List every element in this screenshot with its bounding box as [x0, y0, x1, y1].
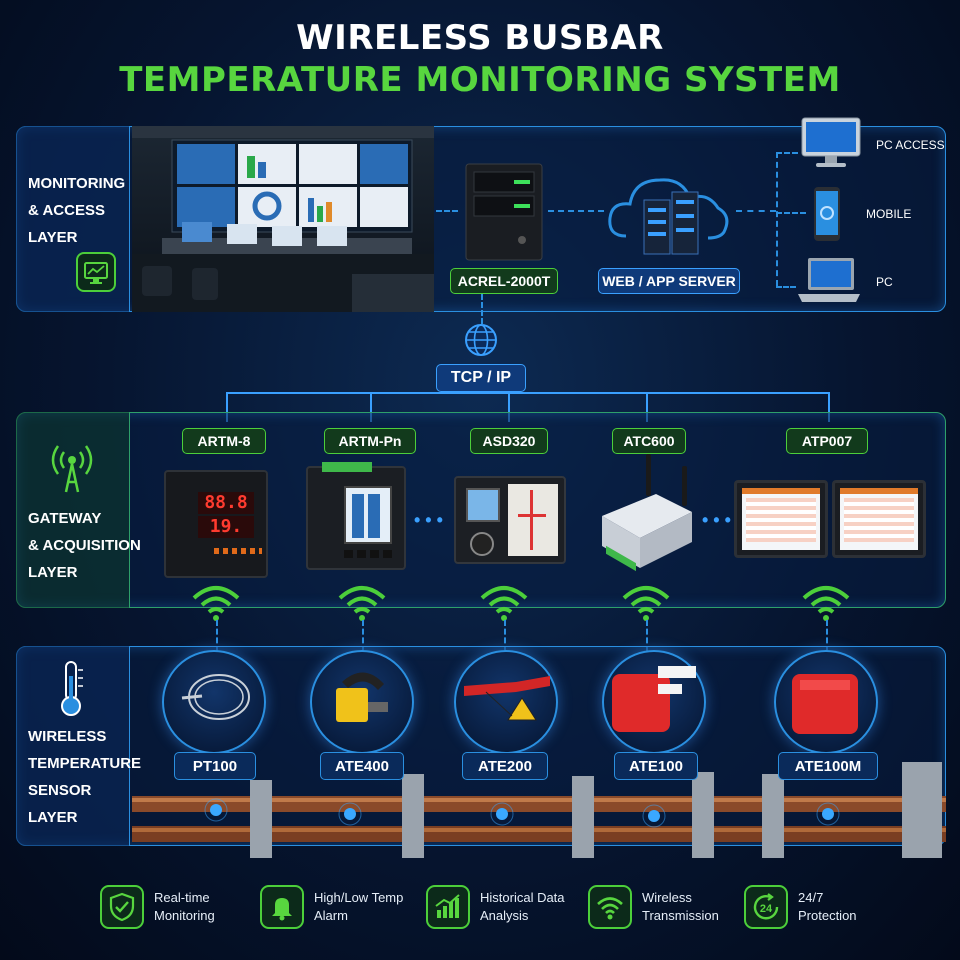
thermometer-icon — [56, 660, 86, 718]
wifi-link-line — [362, 620, 364, 652]
sensor-tag-ate400: ATE400 — [320, 752, 404, 780]
pc-access-label: PC ACCESS — [876, 138, 945, 152]
artmpn-screen — [344, 486, 392, 544]
gateway-layer-side — [16, 412, 130, 608]
cloud-server-image — [604, 158, 734, 264]
link-server-network — [481, 294, 483, 324]
sensor-layer-label: WIRELESS TEMPERATURE SENSOR LAYER — [28, 728, 142, 826]
bus-line — [226, 392, 830, 394]
pc-label: PC — [876, 275, 893, 289]
mobile-phone-icon — [812, 186, 842, 242]
antenna-icon — [46, 438, 98, 494]
gateway-tag-artmpn: ARTM-Pn — [324, 428, 416, 454]
asd320-knob — [470, 532, 494, 556]
link-pc-access — [776, 152, 798, 154]
sensor-tag-ate100: ATE100 — [614, 752, 698, 780]
control-room-image — [132, 126, 434, 312]
wifi-link-line — [504, 620, 506, 652]
monitor-icon — [76, 252, 116, 292]
sensor-circle-ate100m — [774, 650, 878, 754]
asd320-screen — [466, 488, 500, 522]
link-pc — [776, 286, 796, 288]
atp007-screen-2 — [832, 480, 926, 558]
tcp-ip-tag: TCP / IP — [436, 364, 526, 392]
wifi-signal-icon — [800, 582, 852, 622]
title-line-2: TEMPERATURE MONITORING SYSTEM — [119, 60, 841, 100]
web-app-server-tag: WEB / APP SERVER — [598, 268, 740, 294]
wifi-link-line — [216, 620, 218, 652]
laptop-icon — [794, 256, 864, 306]
sensor-tag-ate100m: ATE100M — [778, 752, 878, 780]
gateway-tag-asd320: ASD320 — [470, 428, 548, 454]
desktop-monitor-icon — [800, 116, 862, 170]
server-tower-image — [462, 162, 546, 262]
link-room-server — [436, 210, 458, 212]
atp007-screen-1 — [734, 480, 828, 558]
shield-check-icon — [100, 885, 144, 929]
artm8-display-top: 88.8 — [198, 492, 254, 514]
wifi-signal-icon — [478, 582, 530, 622]
bell-icon — [260, 885, 304, 929]
gateway-tag-atp007: ATP007 — [786, 428, 868, 454]
atc600-device — [596, 452, 696, 572]
artm8-buttons — [214, 548, 262, 554]
asd320-device — [454, 476, 566, 564]
drop-artmpn — [370, 392, 372, 422]
sensor-circle-ate100 — [602, 650, 706, 754]
link-cloud-clients — [736, 210, 776, 212]
ellipsis-2: • • • — [702, 510, 731, 530]
wifi-link-line — [826, 620, 828, 652]
artmpn-buttons — [344, 550, 392, 558]
drop-asd320 — [508, 392, 510, 422]
drop-atp007 — [828, 392, 830, 422]
sensor-circle-pt100 — [162, 650, 266, 754]
wifi-icon — [588, 885, 632, 929]
wifi-signal-icon — [190, 582, 242, 622]
link-mobile — [776, 212, 806, 214]
artm8-display-bottom: 19. — [198, 516, 254, 538]
wifi-signal-icon — [336, 582, 388, 622]
acrel-2000t-tag: ACREL-2000T — [450, 268, 558, 294]
sensor-circle-ate200 — [454, 650, 558, 754]
artm8-device: 88.8 19. — [164, 470, 268, 578]
monitoring-layer-label: MONITORING & ACCESS LAYER — [28, 175, 126, 246]
title-line-1: WIRELESS BUSBAR — [296, 18, 664, 58]
gateway-tag-atc600: ATC600 — [612, 428, 686, 454]
mobile-label: MOBILE — [866, 207, 912, 221]
asd320-panel — [508, 484, 558, 556]
busbar-image — [132, 744, 946, 862]
clock-24-icon: 24 — [744, 885, 788, 929]
svg-text:24: 24 — [760, 903, 773, 915]
gateway-tag-artm8: ARTM-8 — [182, 428, 266, 454]
link-server-cloud — [548, 210, 604, 212]
drop-artm8 — [226, 392, 228, 422]
artmpn-terminal — [322, 462, 372, 472]
ellipsis-1: • • • — [414, 510, 443, 530]
chart-icon — [426, 885, 470, 929]
wifi-link-line — [646, 620, 648, 652]
gateway-layer-label: GATEWAY & ACQUISITION LAYER — [28, 510, 141, 581]
sensor-circle-ate400 — [310, 650, 414, 754]
sensor-tag-pt100: PT100 — [174, 752, 256, 780]
wifi-signal-icon — [620, 582, 672, 622]
artmpn-device — [306, 462, 406, 570]
globe-icon — [463, 322, 499, 358]
sensor-tag-ate200: ATE200 — [462, 752, 548, 780]
client-branch — [776, 152, 778, 286]
drop-atc600 — [646, 392, 648, 422]
